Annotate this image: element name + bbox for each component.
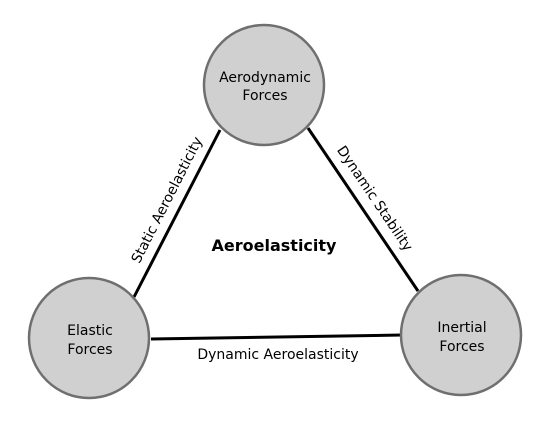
- edge-elastic-inertial: [150, 333, 403, 341]
- node-inertial-label-line1: Inertial: [437, 320, 486, 336]
- node-inertial-circle: [399, 273, 523, 397]
- node-aerodynamic-label-line1: Aerodynamic: [219, 70, 311, 86]
- node-aerodynamic-label-line2: Forces: [242, 88, 287, 104]
- node-elastic-label-line2: Forces: [67, 342, 112, 358]
- node-aerodynamic-forces: Aerodynamic Forces: [202, 23, 326, 147]
- edge-label-dynamic-stability: Dynamic Stability: [333, 143, 415, 254]
- node-elastic-label-line1: Elastic: [67, 323, 113, 339]
- edge-label-static-aeroelasticity: Static Aeroelasticity: [129, 134, 207, 266]
- node-inertial-forces: Inertial Forces: [399, 273, 523, 397]
- node-elastic-circle: [27, 276, 151, 400]
- edge-label-dynamic-aeroelasticity: Dynamic Aeroelasticity: [197, 347, 358, 363]
- node-aerodynamic-circle: [202, 23, 326, 147]
- edge-aerodynamic-inertial: [306, 127, 420, 292]
- center-label: Aeroelasticity: [212, 236, 338, 255]
- node-elastic-forces: Elastic Forces: [27, 276, 151, 400]
- edge-aerodynamic-elastic: [132, 129, 222, 298]
- node-inertial-label-line2: Forces: [439, 339, 484, 355]
